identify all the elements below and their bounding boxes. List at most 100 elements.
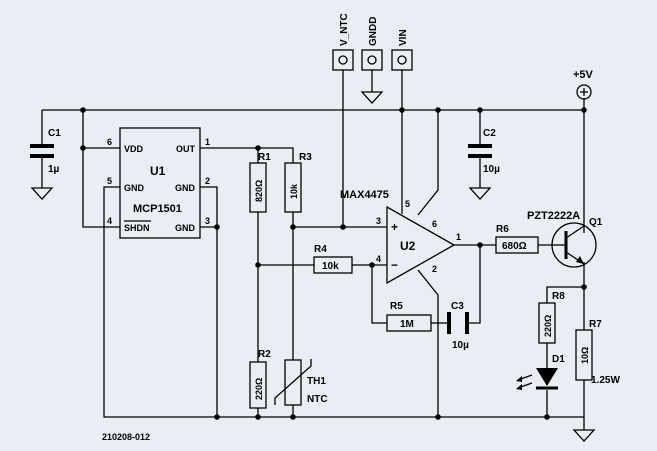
u2-name: U2 [400, 239, 416, 253]
emitter-arrow-icon [576, 256, 584, 264]
junction-dot [435, 107, 441, 113]
junction-dot [80, 145, 86, 151]
resistor-r1: 820Ω R1 [249, 152, 271, 213]
resistor-r4: 10k R4 [313, 244, 353, 274]
resistor-r8: 220Ω R8 [538, 291, 565, 344]
junction-dot [581, 107, 587, 113]
u1-pin-out: OUT [176, 144, 196, 154]
u1-pin-gnd-left: GND [124, 183, 145, 193]
capacitor-plate-icon [30, 154, 54, 158]
resistor-body [575, 329, 593, 381]
light-arrow-icon [516, 384, 522, 390]
u1-pinnum: 4 [107, 216, 112, 226]
capacitor-plate-icon [30, 144, 54, 148]
junction-dot [290, 224, 296, 230]
u1-pinnum: 2 [205, 176, 210, 186]
reference-number: 210208-012 [102, 432, 150, 442]
ground-icon [572, 429, 596, 442]
led-d1: D1 [516, 354, 565, 390]
supply-terminal-icon [576, 84, 592, 100]
junction-dot [340, 224, 346, 230]
u2-pinnum: 4 [376, 254, 381, 264]
r8-label: R8 [552, 291, 565, 302]
resistor-r5: 1M R5 [386, 301, 432, 332]
junction-dot [435, 414, 441, 420]
connector: V_NTC GNDD VIN [332, 13, 413, 71]
junction-dot [369, 262, 375, 268]
connector-pin [332, 49, 354, 71]
c2-value: 10µ [483, 164, 500, 175]
u1-pin-shdn: SHDN [124, 223, 150, 233]
resistor-body [249, 162, 267, 213]
u2-part: MAX4475 [340, 189, 389, 201]
r7-label: R7 [589, 319, 602, 330]
junction-dot [214, 414, 220, 420]
thermistor-body [284, 359, 302, 406]
q1-label: Q1 [589, 217, 603, 228]
q1-part: PZT2222A [527, 210, 580, 222]
r2-value: 220Ω [254, 378, 264, 400]
junction-dot [255, 262, 261, 268]
resistor-body [313, 256, 353, 274]
supply-5v: +5V [573, 69, 594, 100]
th1-type: NTC [307, 394, 328, 405]
wires [41, 70, 585, 430]
u1-pinnum: 1 [205, 137, 210, 147]
resistor-body [495, 236, 539, 254]
capacitor-c2: C2 10µ [468, 128, 500, 175]
junctions [80, 107, 587, 420]
u2-plus: + [391, 220, 398, 234]
u1-pinnum: 3 [205, 216, 210, 226]
capacitor-c3: C3 10µ [447, 301, 469, 351]
u1-body [119, 127, 201, 239]
connector-pin-icon [338, 55, 348, 65]
connector-pin [361, 49, 383, 71]
junction-dot [290, 414, 296, 420]
c3-right-wire [469, 245, 481, 324]
c1-value: 1µ [48, 164, 60, 175]
opamp-body [386, 205, 456, 285]
ground-return-wire [103, 186, 584, 418]
u1-name: U1 [150, 164, 166, 178]
capacitor-plate-icon [468, 154, 492, 158]
resistor-body [386, 314, 432, 332]
ntc-slash-icon [274, 359, 312, 405]
connector-pin [391, 49, 413, 71]
connector-pin-icon [367, 55, 377, 65]
r8-top-wire [546, 286, 584, 303]
junction-dot [477, 242, 483, 248]
resistor-r6: 680Ω R6 [495, 224, 539, 254]
junction-dot [399, 107, 405, 113]
c3-value: 10µ [452, 340, 469, 351]
supply-label: +5V [573, 69, 594, 81]
connector-label-v-ntc: V_NTC [339, 13, 350, 46]
ground-symbols [30, 91, 596, 442]
c2-label: C2 [483, 128, 496, 139]
connector-pin-icon [397, 55, 407, 65]
capacitor-plate-icon [468, 144, 492, 148]
junction-dot [214, 224, 220, 230]
r4-label: R4 [314, 244, 327, 255]
r5-value: 1M [400, 319, 414, 330]
junction-dot [80, 107, 86, 113]
r7-value: 10Ω [580, 347, 590, 364]
r5-left-wire [371, 265, 387, 324]
capacitor-plate-icon [447, 312, 451, 334]
u2-pinnum: 6 [432, 219, 437, 229]
u1-pinnum: 5 [107, 176, 112, 186]
u2-pinnum: 2 [432, 264, 437, 274]
junction-dot [477, 107, 483, 113]
transistor-q1: PZT2222A Q1 [527, 210, 603, 268]
r6-label: R6 [496, 224, 509, 235]
connector-label-gndd: GNDD [368, 17, 379, 46]
led-triangle-icon [536, 368, 558, 386]
r4-value: 10k [322, 261, 339, 272]
resistor-r3: 10k R3 [284, 152, 312, 213]
connector-label-vin: VIN [398, 29, 409, 46]
transistor-collector-lead [565, 225, 585, 239]
u1-gnd-right-wire [200, 186, 218, 417]
th1-label: TH1 [307, 376, 326, 387]
junction-dot [581, 284, 587, 290]
